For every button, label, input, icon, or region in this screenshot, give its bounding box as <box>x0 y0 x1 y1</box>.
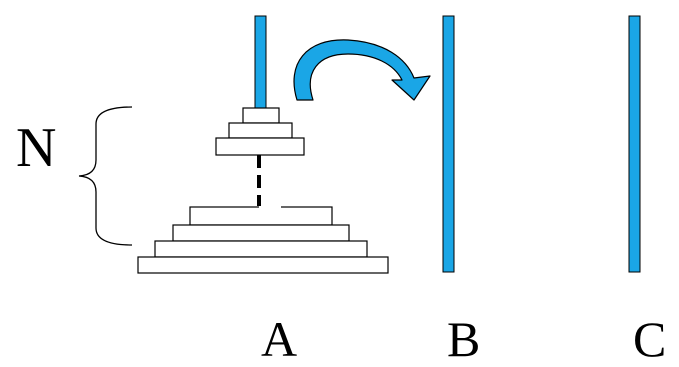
peg-c-rod <box>628 15 641 273</box>
disk <box>228 122 293 139</box>
n-brace <box>78 106 133 246</box>
stack-size-label: N <box>16 117 57 179</box>
peg-a-rod <box>254 15 267 111</box>
peg-b-rod <box>442 15 455 273</box>
disk <box>215 137 305 156</box>
disk <box>189 206 333 226</box>
move-arrow-icon <box>293 39 431 101</box>
peg-b-label: B <box>447 311 481 367</box>
disk <box>242 107 280 124</box>
disk <box>137 256 389 274</box>
disk <box>172 224 350 242</box>
peg-a-label: A <box>261 311 298 367</box>
peg-c-label: C <box>633 311 667 367</box>
disk <box>154 240 368 258</box>
